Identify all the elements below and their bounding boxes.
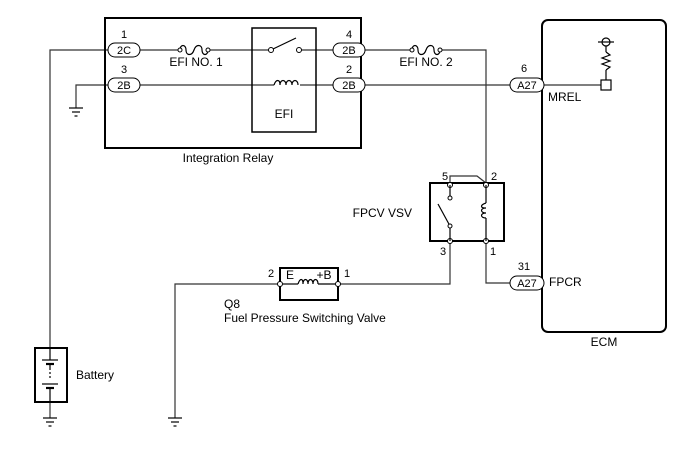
wire-vsv-to-fpcr: [485, 243, 510, 284]
fpcr-signal-label: FPCR: [549, 275, 582, 289]
efi-relay-label: EFI: [275, 107, 294, 121]
efi-coil-icon: [273, 79, 299, 86]
pin-number: 3: [121, 64, 127, 76]
fuse1-end-right: [205, 47, 211, 53]
integration-relay-label: Integration Relay: [183, 151, 274, 165]
valve-code: Q8: [224, 297, 240, 311]
connector-code: A27: [517, 80, 537, 92]
ecm-box: [541, 19, 667, 333]
fuse2-icon: [411, 44, 441, 56]
ground-icon: [168, 417, 182, 427]
fuse2-label: EFI NO. 2: [399, 55, 453, 69]
connector-code: 2B: [342, 80, 355, 92]
ecm-label: ECM: [591, 335, 618, 349]
pin-number: 4: [346, 29, 352, 41]
valve-name: Fuel Pressure Switching Valve: [224, 311, 386, 325]
vsv-pin-1: 1: [490, 246, 496, 258]
connector-2b-pin2: 2B 2: [332, 64, 366, 93]
vsv-pin-2: 2: [491, 171, 497, 183]
fuse1-icon: [179, 44, 209, 56]
connector-2b-pin3: 2B 3: [107, 64, 141, 93]
wire-vsv-to-valve: [338, 243, 451, 285]
wire-ground-to-2b: [75, 84, 108, 108]
vsv-pin-5: 5: [442, 171, 448, 183]
fuse1-label: EFI NO. 1: [169, 55, 223, 69]
fpcv-vsv-box: [429, 182, 505, 242]
valve-terminal-right: [335, 281, 341, 287]
pin-number: 6: [521, 63, 527, 75]
valve-coil-icon: [297, 278, 319, 285]
integration-relay-box: [104, 17, 362, 149]
valve-term-b: +B: [316, 268, 331, 282]
efi-switch-arm: [272, 37, 297, 50]
connector-code: 2B: [117, 80, 130, 92]
valve-terminal-left: [277, 281, 283, 287]
wire-battery-to-2c: [49, 49, 108, 348]
connector-code: 2B: [342, 45, 355, 57]
wires: [49, 49, 601, 418]
wire-fuse2-to-vsv: [440, 49, 487, 183]
wire-vsv-switch-link: [449, 175, 487, 184]
vsv-switch-icon: [437, 185, 453, 241]
battery-icon: [42, 348, 58, 402]
valve-term-e: E: [286, 268, 294, 282]
efi-switch-contact-left: [268, 47, 274, 53]
efi-switch-contact-right: [296, 47, 302, 53]
ground-icon: [69, 107, 83, 117]
fuse2-end-left: [409, 47, 415, 53]
vsv-terminals: [447, 182, 489, 244]
fuse2-end-right: [437, 47, 443, 53]
vsv-pin-3: 3: [440, 246, 446, 258]
connector-a27-mrel: A27 6: [509, 63, 545, 93]
connector-code: 2C: [117, 45, 131, 57]
connector-a27-fpcr: A27 31: [509, 261, 545, 291]
connector-2b-pin4: 2B 4: [332, 29, 366, 58]
connector-2c-pin1: 2C 1: [107, 29, 141, 58]
vsv-coil-icon: [480, 185, 487, 241]
ecm-mrel-resistor-icon: [598, 37, 614, 91]
fuse1-end-left: [177, 47, 183, 53]
connector-code: A27: [517, 278, 537, 290]
fpcv-vsv-label: FPCV VSV: [353, 206, 412, 220]
pin-number: 2: [346, 64, 352, 76]
battery-box: [34, 347, 68, 403]
battery-label: Battery: [76, 368, 114, 382]
efi-relay-box: [251, 27, 317, 133]
mrel-signal-label: MREL: [548, 90, 582, 104]
valve-pin-1: 1: [344, 268, 350, 280]
ground-icon: [43, 417, 57, 427]
pin-number: 31: [518, 261, 530, 273]
wire-valve-to-ground: [174, 283, 280, 418]
pin-number: 1: [121, 29, 127, 41]
valve-pin-2: 2: [268, 268, 274, 280]
